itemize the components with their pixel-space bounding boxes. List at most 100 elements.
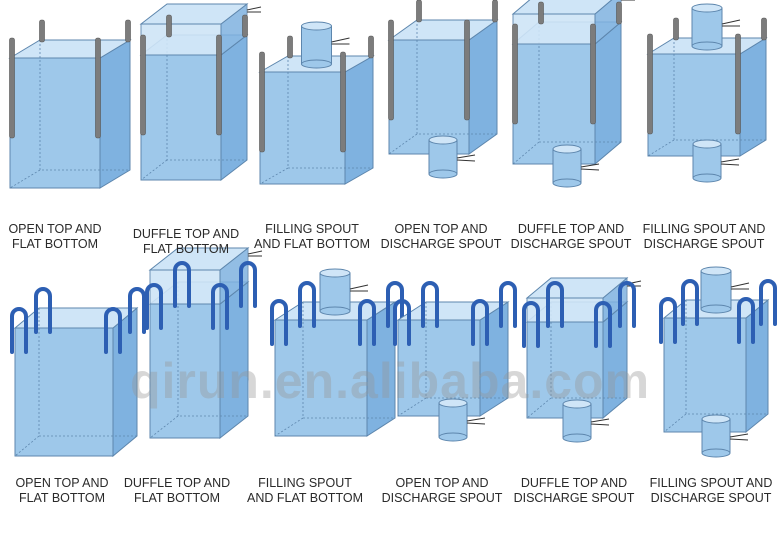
bag-front bbox=[512, 43, 596, 165]
bag-side bbox=[594, 20, 622, 166]
lifting-loop bbox=[173, 261, 191, 308]
lifting-loop bbox=[499, 281, 517, 328]
bag-filling-spout-spout bbox=[646, 3, 768, 183]
filling-spout bbox=[319, 268, 351, 316]
hidden-edges bbox=[149, 282, 248, 439]
bag-open-top-flat bbox=[8, 19, 132, 189]
bag-duffle-top-spout bbox=[522, 276, 642, 443]
bag-side bbox=[99, 39, 131, 189]
bag-open-top-flat bbox=[10, 287, 146, 458]
lifting-loop bbox=[618, 281, 636, 328]
bag-side bbox=[219, 280, 249, 440]
lifting-loop bbox=[737, 297, 755, 344]
tie-string bbox=[349, 284, 369, 292]
bag-front bbox=[274, 319, 368, 437]
discharge-spout bbox=[428, 135, 458, 179]
tie-string bbox=[730, 282, 750, 290]
lifting-loop bbox=[239, 261, 257, 308]
lifting-loop bbox=[128, 287, 146, 334]
lifting-loop bbox=[298, 281, 316, 328]
bag-duffle-top-flat bbox=[139, 2, 262, 182]
bag-top bbox=[396, 301, 510, 321]
bag-filling-spout-flat bbox=[258, 21, 375, 185]
hidden-edges bbox=[259, 56, 373, 185]
bag-side bbox=[745, 298, 769, 434]
lifting-strap bbox=[340, 51, 346, 153]
duffle-skirt-front bbox=[512, 13, 596, 45]
lifting-strap bbox=[388, 19, 394, 121]
lifting-loop bbox=[34, 287, 52, 334]
lifting-strap bbox=[538, 1, 544, 25]
lifting-loop bbox=[386, 281, 404, 328]
lifting-loop bbox=[421, 281, 439, 328]
lifting-strap bbox=[735, 33, 741, 135]
bag-filling-spout-spout bbox=[659, 266, 777, 458]
lifting-strap bbox=[259, 51, 265, 153]
bag-side bbox=[739, 37, 767, 157]
bag-front bbox=[14, 327, 114, 457]
lifting-loop bbox=[211, 283, 229, 330]
hidden-edges bbox=[274, 302, 395, 437]
tie-string bbox=[331, 37, 350, 45]
tie-string bbox=[466, 417, 486, 425]
lifting-loop bbox=[104, 307, 122, 354]
lifting-strap bbox=[647, 33, 653, 135]
discharge-spout bbox=[701, 414, 731, 458]
hidden-edges bbox=[397, 302, 508, 417]
lifting-loop bbox=[522, 301, 540, 348]
hidden-edges bbox=[14, 308, 137, 457]
tie-string bbox=[720, 158, 740, 166]
hidden-edges bbox=[9, 40, 130, 189]
bag-open-top-spout bbox=[393, 281, 517, 442]
tie-string bbox=[729, 433, 749, 441]
lifting-strap bbox=[95, 37, 101, 139]
hidden-edges bbox=[647, 38, 766, 157]
bag-filling-spout-flat bbox=[270, 268, 404, 437]
hidden-edges bbox=[526, 302, 627, 419]
tie-string bbox=[721, 19, 741, 27]
tie-string bbox=[247, 250, 263, 257]
lifting-strap bbox=[9, 37, 15, 139]
lifting-loop bbox=[659, 297, 677, 344]
lifting-loop bbox=[358, 299, 376, 346]
bag-side bbox=[112, 306, 138, 458]
lifting-strap bbox=[216, 34, 222, 136]
bag-side bbox=[366, 301, 396, 437]
lifting-loop bbox=[10, 307, 28, 354]
lifting-strap bbox=[492, 0, 498, 23]
lifting-strap bbox=[166, 14, 172, 38]
bag-duffle-top-spout bbox=[511, 0, 635, 188]
bag-side bbox=[479, 301, 509, 417]
lifting-strap bbox=[125, 19, 131, 43]
hidden-edges bbox=[388, 20, 497, 155]
filling-spout bbox=[301, 21, 332, 69]
bag-front bbox=[140, 54, 222, 181]
bag-side bbox=[220, 33, 248, 182]
tie-string bbox=[590, 418, 610, 426]
discharge-spout bbox=[692, 139, 722, 183]
lifting-loop bbox=[145, 283, 163, 330]
lifting-strap bbox=[590, 23, 596, 125]
discharge-spout bbox=[562, 399, 592, 443]
duffle-skirt-top bbox=[511, 0, 613, 15]
lifting-strap bbox=[616, 1, 622, 25]
lifting-strap bbox=[416, 0, 422, 23]
tie-string bbox=[580, 163, 600, 171]
tie-string bbox=[456, 154, 476, 162]
lifting-strap bbox=[368, 35, 374, 59]
bag-side bbox=[344, 55, 374, 185]
discharge-spout bbox=[438, 398, 468, 442]
hidden-edges bbox=[140, 35, 247, 181]
duffle-skirt-front bbox=[140, 23, 222, 56]
